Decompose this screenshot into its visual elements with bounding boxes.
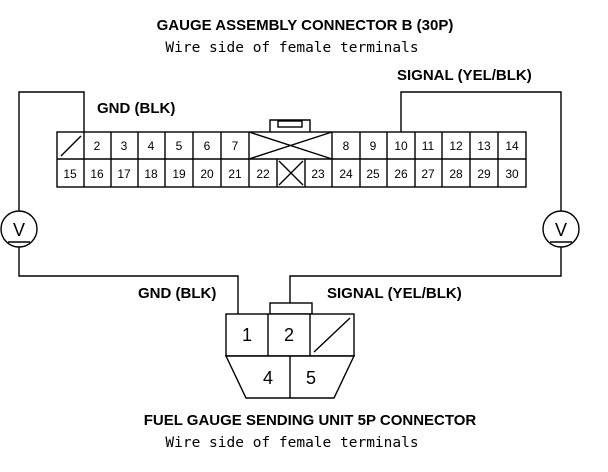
- pin-label: 13: [477, 139, 491, 153]
- gauge-assembly-connector: 2 3 4 5 6 7 8 9 10 11 12 13 14 15 16 17 …: [56, 119, 527, 188]
- top-connector-title: GAUGE ASSEMBLY CONNECTOR B (30P): [157, 17, 454, 34]
- row2-dividers: [83, 159, 499, 187]
- pin-label: 18: [144, 167, 158, 181]
- pin-label: 16: [90, 167, 104, 181]
- pin-label: 26: [394, 167, 408, 181]
- connector-latch: [269, 119, 311, 132]
- blank-cavity-1-mark: [60, 135, 82, 157]
- pin-label: 2: [284, 325, 294, 345]
- pin-label: 7: [232, 139, 239, 153]
- pin-label: 3: [121, 139, 128, 153]
- pin-label: 27: [421, 167, 435, 181]
- blank-cavity-3-mark: [313, 317, 351, 353]
- latch-slot: [277, 120, 303, 128]
- pin-label: 28: [449, 167, 463, 181]
- pin-label: 10: [394, 139, 408, 153]
- voltmeter-symbol: V: [555, 220, 567, 240]
- latch-cross-mark: [248, 131, 333, 160]
- sending-unit-connector: 1 2 4 5: [224, 302, 356, 399]
- pin-label: 30: [505, 167, 519, 181]
- top-signal-label: SIGNAL (YEL/BLK): [397, 67, 532, 84]
- pin-label: 24: [339, 167, 353, 181]
- pin-label: 4: [148, 139, 155, 153]
- pin-label: 21: [228, 167, 242, 181]
- pin-label: 29: [477, 167, 491, 181]
- bottom-connector-subtitle: Wire side of female terminals: [165, 435, 418, 451]
- pin-label: 19: [172, 167, 186, 181]
- pin-label: 23: [311, 167, 325, 181]
- pin-label: 25: [366, 167, 380, 181]
- right-voltmeter: V: [542, 210, 580, 248]
- pin-label: 2: [94, 139, 101, 153]
- pin-label: 22: [256, 167, 270, 181]
- pin-label: 15: [63, 167, 77, 181]
- pin-label: 11: [422, 139, 435, 153]
- blank-cavity-mark: [278, 160, 304, 186]
- row1-dividers: [83, 132, 499, 159]
- bottom-signal-label: SIGNAL (YEL/BLK): [327, 285, 462, 302]
- gnd-wire-top: [18, 91, 85, 211]
- pin-label: 14: [505, 139, 519, 153]
- pin-label: 20: [200, 167, 214, 181]
- pin-label: 5: [176, 139, 183, 153]
- gnd-wire-bottom: [18, 247, 239, 314]
- pin-label: 17: [117, 167, 131, 181]
- top-gnd-label: GND (BLK): [97, 100, 175, 117]
- signal-wire-bottom: [289, 247, 562, 303]
- pin-label: 12: [449, 139, 463, 153]
- signal-wire-top: [400, 91, 562, 211]
- pin-label: 6: [204, 139, 211, 153]
- pin-label: 8: [343, 139, 350, 153]
- bottom-gnd-label: GND (BLK): [138, 285, 216, 302]
- wires: [18, 91, 562, 314]
- bottom-connector-title: FUEL GAUGE SENDING UNIT 5P CONNECTOR: [144, 412, 477, 429]
- pin-label: 5: [306, 368, 316, 388]
- left-voltmeter: V: [0, 210, 38, 248]
- pin-label: 1: [242, 325, 252, 345]
- voltmeter-symbol: V: [13, 220, 25, 240]
- pin-label: 4: [263, 368, 273, 388]
- pin-label: 9: [370, 139, 377, 153]
- voltmeter-icon: [0, 210, 38, 248]
- voltmeter-icon: [542, 210, 580, 248]
- connector-latch: [269, 302, 313, 315]
- top-connector-subtitle: Wire side of female terminals: [165, 40, 418, 56]
